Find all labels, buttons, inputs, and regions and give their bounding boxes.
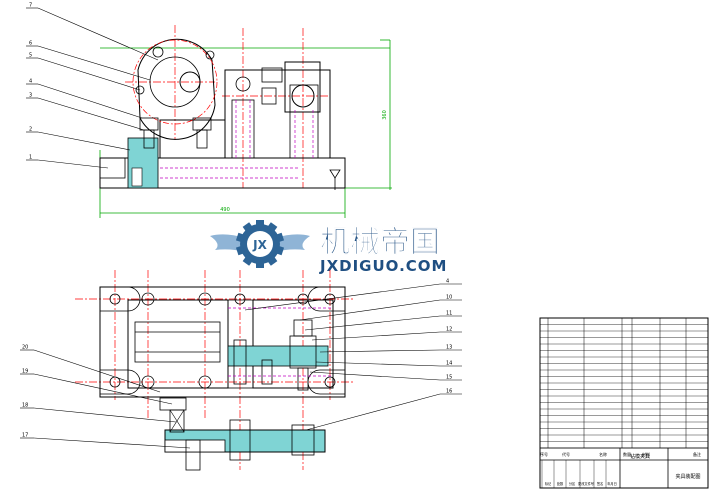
part-callout-19: 19 <box>20 369 173 405</box>
bom-header-cell: 序号 <box>540 451 548 457</box>
bill-of-materials <box>540 317 708 449</box>
part-number-label: 6 <box>29 41 32 47</box>
drawing-title-cell: 夹具装配图 <box>675 473 700 480</box>
revision-cell: 年月日 <box>607 481 617 486</box>
part-callout-7: 7 <box>26 3 159 61</box>
revision-cell: 签名 <box>597 481 603 486</box>
bom-header-cell: 备注 <box>693 451 701 457</box>
part-number-label: 1 <box>29 155 32 161</box>
part-callout-12: 12 <box>311 327 462 341</box>
part-number-label: 16 <box>446 389 452 395</box>
revision-cell: 标记 <box>545 481 552 486</box>
part-callout-11: 11 <box>304 311 462 331</box>
part-callout-6: 6 <box>26 41 151 81</box>
part-callout-18: 18 <box>20 403 177 423</box>
bottom-view <box>75 270 355 471</box>
bom-header-cell: 代号 <box>562 451 570 457</box>
part-number-label: 19 <box>22 369 28 375</box>
part-number-label: 12 <box>446 327 452 333</box>
part-number-label: 15 <box>446 375 452 381</box>
part-number-label: 11 <box>446 311 452 317</box>
emblem-text: JX <box>252 238 267 252</box>
part-number-label: 14 <box>446 361 452 367</box>
part-callout-17: 17 <box>20 433 191 449</box>
bom-header-cell: 名称 <box>599 451 607 457</box>
part-number-label: 20 <box>22 345 28 351</box>
gear-icon: JX <box>235 220 285 268</box>
drawing-name-cell: 钻模夹具 <box>630 453 650 460</box>
dim-height-label: 360 <box>382 110 388 120</box>
top-view: 490 360 <box>99 25 392 218</box>
part-callout-15: 15 <box>309 371 462 381</box>
bottom-view-leaders: 20 19 18 17 4 10 11 12 13 14 15 16 <box>20 279 462 449</box>
top-view-leaders: 7 6 5 4 3 2 1 <box>26 3 159 169</box>
revision-cell: 更改文件号 <box>578 481 594 486</box>
watermark-url: JXDIGUO.COM <box>319 257 447 275</box>
part-callout-16: 16 <box>305 389 462 431</box>
bom-header-cell: 数量 <box>623 451 631 457</box>
part-number-label: 4 <box>446 279 449 285</box>
watermark-title: 机械帝国 <box>320 225 440 260</box>
bom-column-headers: 序号 代号 名称 数量 材料 备注 <box>540 451 701 457</box>
part-number-label: 10 <box>446 295 452 301</box>
revision-row: 标记处数分区更改文件号签名年月日 <box>541 460 617 488</box>
part-number-label: 4 <box>29 79 32 85</box>
part-callout-13: 13 <box>319 345 462 353</box>
part-number-label: 17 <box>22 433 28 439</box>
part-callout-14: 14 <box>315 361 462 367</box>
site-watermark: JX 机械帝国 JXDIGUO.COM <box>210 220 447 275</box>
part-callout-3: 3 <box>26 93 145 131</box>
revision-cell: 分区 <box>569 481 576 486</box>
part-number-label: 2 <box>29 127 32 133</box>
part-callout-4: 4 <box>244 279 462 311</box>
part-number-label: 7 <box>29 3 32 9</box>
part-number-label: 5 <box>29 53 32 59</box>
part-callout-10: 10 <box>299 295 462 321</box>
part-number-label: 18 <box>22 403 28 409</box>
part-callout-4: 4 <box>26 79 143 119</box>
part-number-label: 13 <box>446 345 452 351</box>
part-number-label: 3 <box>29 93 32 99</box>
part-callout-1: 1 <box>26 155 109 169</box>
bom-header-cell: 材料 <box>642 451 650 457</box>
revision-cell: 处数 <box>557 481 564 486</box>
dim-width-label: 490 <box>220 207 230 213</box>
title-block: 钻模夹具 夹具装配图 序号 代号 名称 数量 材料 备注 标记处数分区更改文件号签名年月日 <box>539 317 709 489</box>
part-callout-2: 2 <box>26 127 131 151</box>
part-callout-20: 20 <box>20 345 161 393</box>
part-callout-5: 5 <box>26 53 141 91</box>
